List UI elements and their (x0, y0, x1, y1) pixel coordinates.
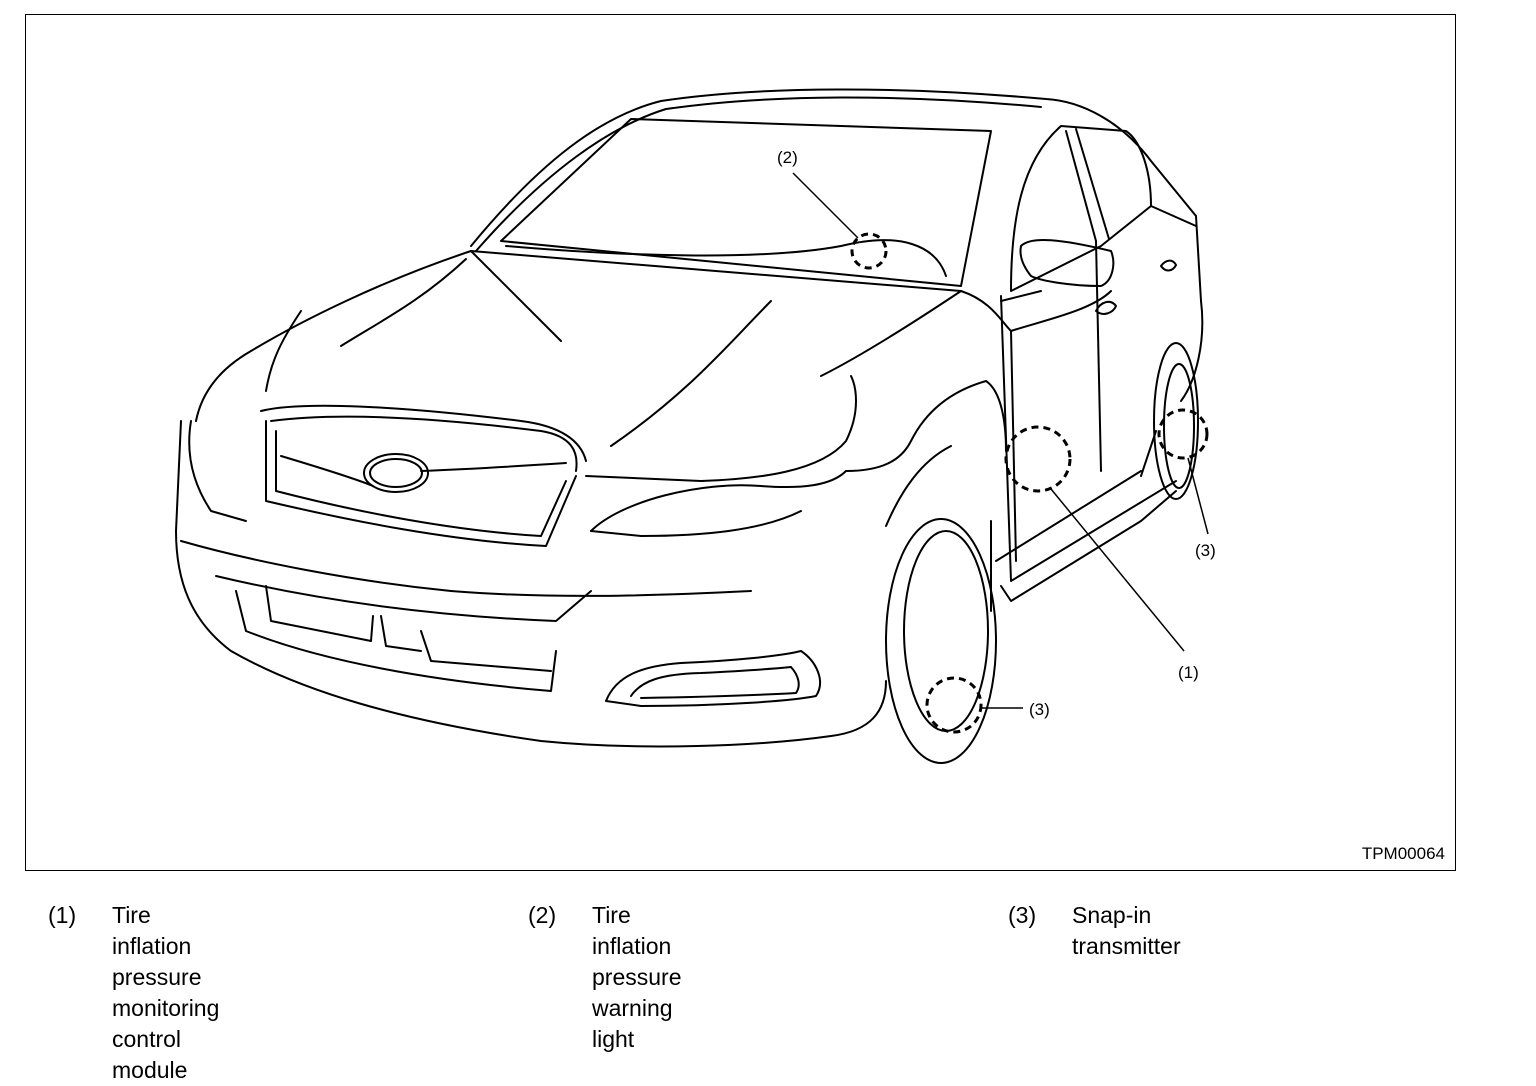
callout-circles (850, 232, 1209, 734)
callout-label-3-front: (3) (1029, 700, 1050, 719)
callout-circle-3-front (925, 676, 983, 734)
car-illustration: (1) (2) (3) (3) (175, 88, 1216, 764)
legend-num-1: (1) (48, 902, 77, 928)
legend-line: light (592, 1026, 635, 1052)
leader-line-3-rear (1187, 457, 1209, 535)
callout-circle-1 (1004, 425, 1072, 493)
legend-line: Tire inflation pressure monitoring (112, 902, 220, 1021)
leader-line-2 (792, 172, 859, 239)
legend-line: Tire inflation pressure warning (592, 902, 682, 1021)
callout-circle-2 (850, 232, 888, 270)
legend-text-1: Tire inflation pressure monitoring contr… (112, 900, 219, 1086)
legend-num-3: (3) (1008, 902, 1037, 928)
callout-label-2: (2) (777, 148, 798, 167)
legend-line: control module (112, 1026, 188, 1083)
callout-circle-3-rear (1157, 408, 1209, 460)
legend-line: Snap-in transmitter (1072, 902, 1181, 959)
legend-num-2: (2) (528, 902, 557, 928)
legend-text-2: Tire inflation pressure warning light (592, 900, 681, 1055)
figure-frame: (1) (2) (3) (3) TPM00064 (25, 14, 1456, 871)
callout-label-1: (1) (1178, 663, 1199, 682)
leader-lines (792, 172, 1209, 709)
figure-code: TPM00064 (1361, 844, 1445, 863)
legend-text-3: Snap-in transmitter (1072, 900, 1181, 962)
leader-line-1 (1050, 488, 1185, 652)
callout-label-3-rear: (3) (1195, 541, 1216, 560)
car-body-outline (175, 88, 1204, 764)
